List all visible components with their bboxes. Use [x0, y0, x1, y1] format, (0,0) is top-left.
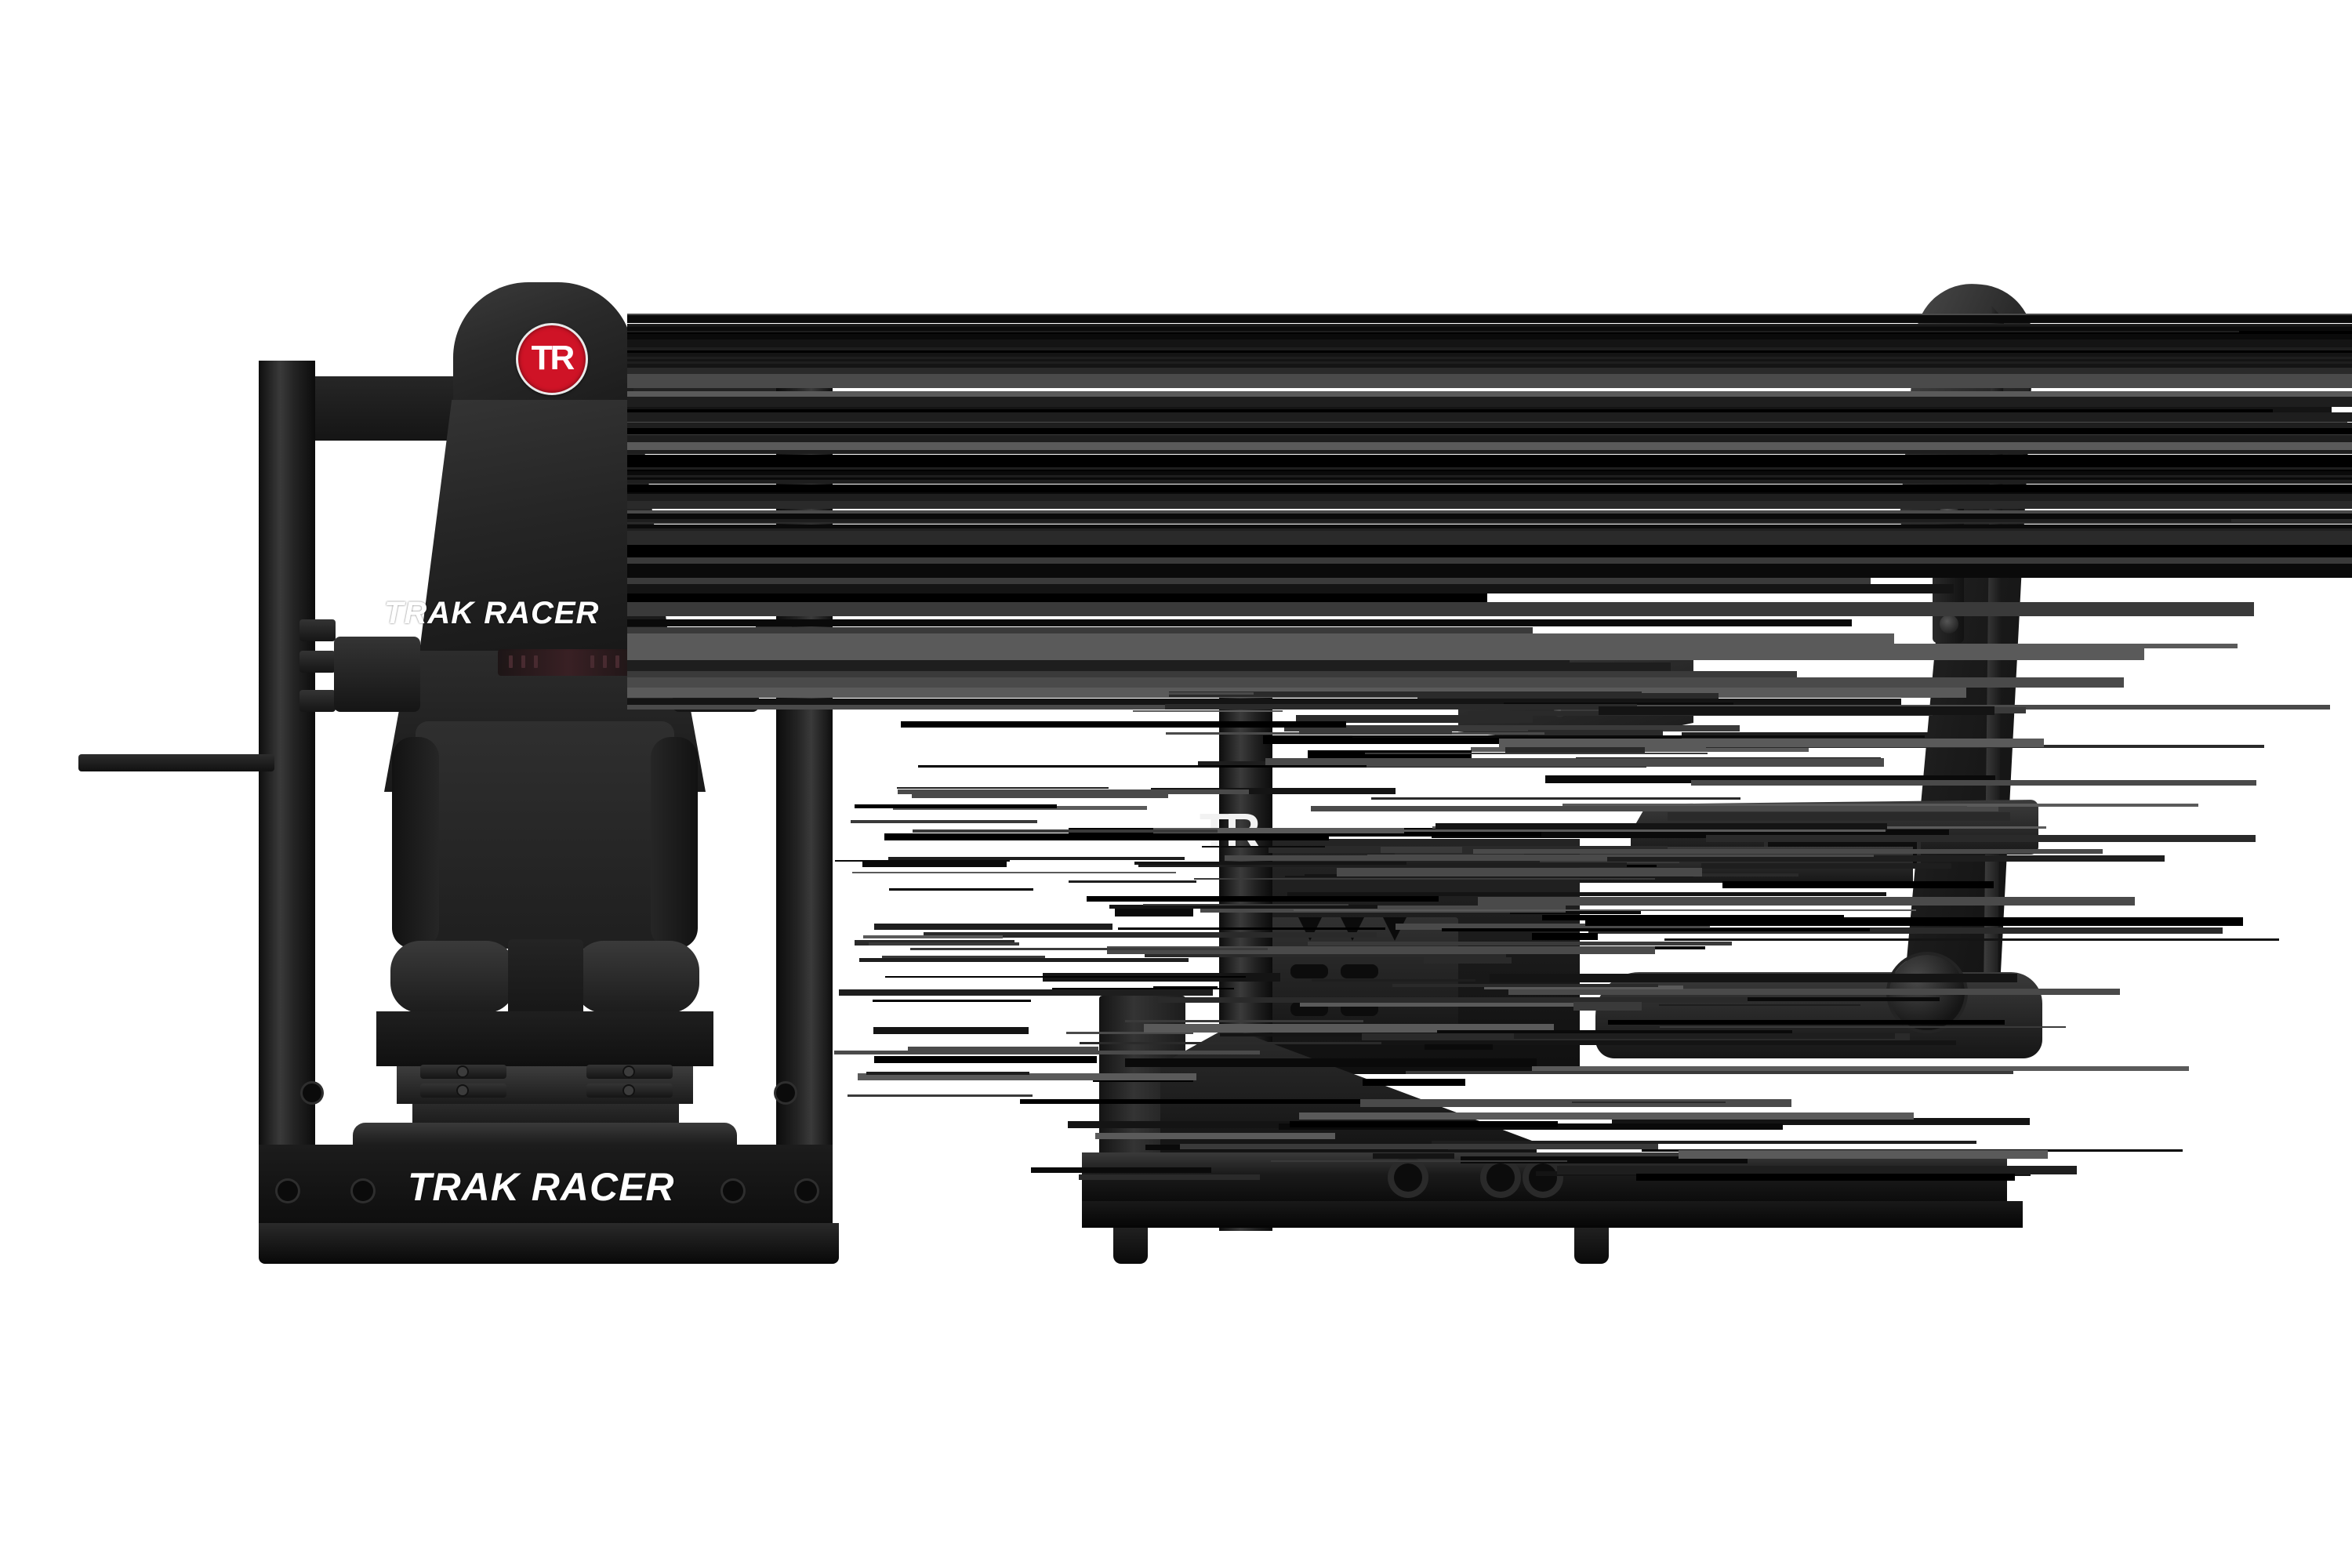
front-lower-crossbar [353, 1123, 737, 1148]
streak-fragment [862, 862, 1007, 867]
rig-side-view: TR [1082, 279, 2242, 1278]
front-cushion-left [390, 941, 516, 1013]
front-vertical-rail-left [259, 361, 315, 1215]
bolt-right-a [622, 1065, 635, 1078]
plate-slot-2 [1341, 964, 1378, 978]
streak-fragment [897, 787, 1109, 789]
streak-fragment [851, 820, 1037, 823]
rig-front-view: TR TRAK RACER [78, 282, 855, 1270]
floor-foot-front [1113, 1228, 1148, 1264]
rail-bracket-left-2 [299, 651, 336, 673]
base-hole-right-2 [723, 1181, 743, 1201]
wheel-deck-plate [1458, 635, 1693, 745]
streak-fragment [863, 935, 1003, 938]
seat-mount-arm-left [334, 637, 420, 712]
streak-fragment [835, 860, 1010, 862]
front-seat-back-pad [416, 721, 674, 949]
front-seat-pan [376, 1011, 713, 1066]
hinge-screw-bottom [1940, 615, 1958, 633]
plate-slot-3 [1290, 1002, 1328, 1016]
baserail-bolt-3 [1529, 1163, 1557, 1192]
rail-bracket-left-1 [299, 619, 336, 641]
side-base-rail-lower [1082, 1201, 2023, 1228]
streak-fragment [885, 837, 1114, 840]
baserail-bolt-1 [1394, 1163, 1422, 1192]
floor-foot-rear [1574, 1228, 1609, 1264]
streak-fragment [866, 1072, 1029, 1075]
streak-fragment [869, 942, 1019, 946]
bolt-right-b [622, 1084, 635, 1097]
shifter-mount-plate [1270, 917, 1458, 1043]
hinge-screw-top [1940, 503, 1958, 522]
tr-badge-circle: TR [516, 323, 588, 395]
side-seat-cushion [1595, 972, 2042, 1058]
seat-brand-logo: TRAK RACER [384, 596, 600, 630]
seat-vent-panel [498, 649, 639, 676]
front-base-rail [259, 1223, 839, 1264]
streak-fragment [873, 1000, 1031, 1002]
seat-mount-arm-right [673, 637, 759, 712]
baserail-bolt-2 [1486, 1163, 1515, 1192]
streak-fragment [873, 1027, 1029, 1034]
rail-bracket-right-2 [756, 651, 792, 673]
front-bolster-right [651, 737, 698, 949]
bolt-left-a [456, 1065, 469, 1078]
streak-fragment [882, 956, 1045, 960]
base-hole-right [797, 1181, 817, 1201]
rail-bracket-left-3 [299, 690, 336, 712]
frame-tr-monogram: TR [1200, 804, 1261, 858]
streak-fragment [855, 804, 1057, 808]
wheel-plate-screw-2 [1581, 666, 1595, 681]
tr-badge-label: TR [531, 339, 575, 377]
streak-fragment [855, 940, 1014, 946]
bolt-left-b [456, 1084, 469, 1097]
wheel-deck-arm [78, 754, 274, 771]
recline-adjust-knob[interactable] [1889, 955, 1965, 1030]
plate-slot-4 [1341, 1002, 1378, 1016]
side-headrest [1897, 279, 2038, 547]
front-bolster-left [392, 737, 439, 949]
rail-bracket-right-1 [756, 619, 792, 641]
plate-slot-1 [1290, 964, 1328, 978]
rail-hole-right [776, 1083, 795, 1102]
side-seat-slide-rail [1568, 847, 1913, 883]
streak-fragment [908, 1047, 1098, 1052]
streak-fragment [874, 1056, 1097, 1063]
base-hole-left-2 [353, 1181, 373, 1201]
wheel-plate-screw-3 [1554, 704, 1568, 718]
wheel-plate-screw-1 [1521, 668, 1535, 682]
streak-fragment [848, 1094, 1033, 1097]
streak-fragment [874, 924, 1112, 930]
front-cushion-right [574, 941, 699, 1013]
streak-fragment [889, 888, 1033, 891]
base-hole-left [278, 1181, 298, 1201]
front-backrest [416, 400, 674, 682]
base-brand-logo: TRAK RACER [408, 1165, 675, 1209]
tr-badge: TR [516, 323, 588, 395]
rail-hole-left [303, 1083, 321, 1102]
